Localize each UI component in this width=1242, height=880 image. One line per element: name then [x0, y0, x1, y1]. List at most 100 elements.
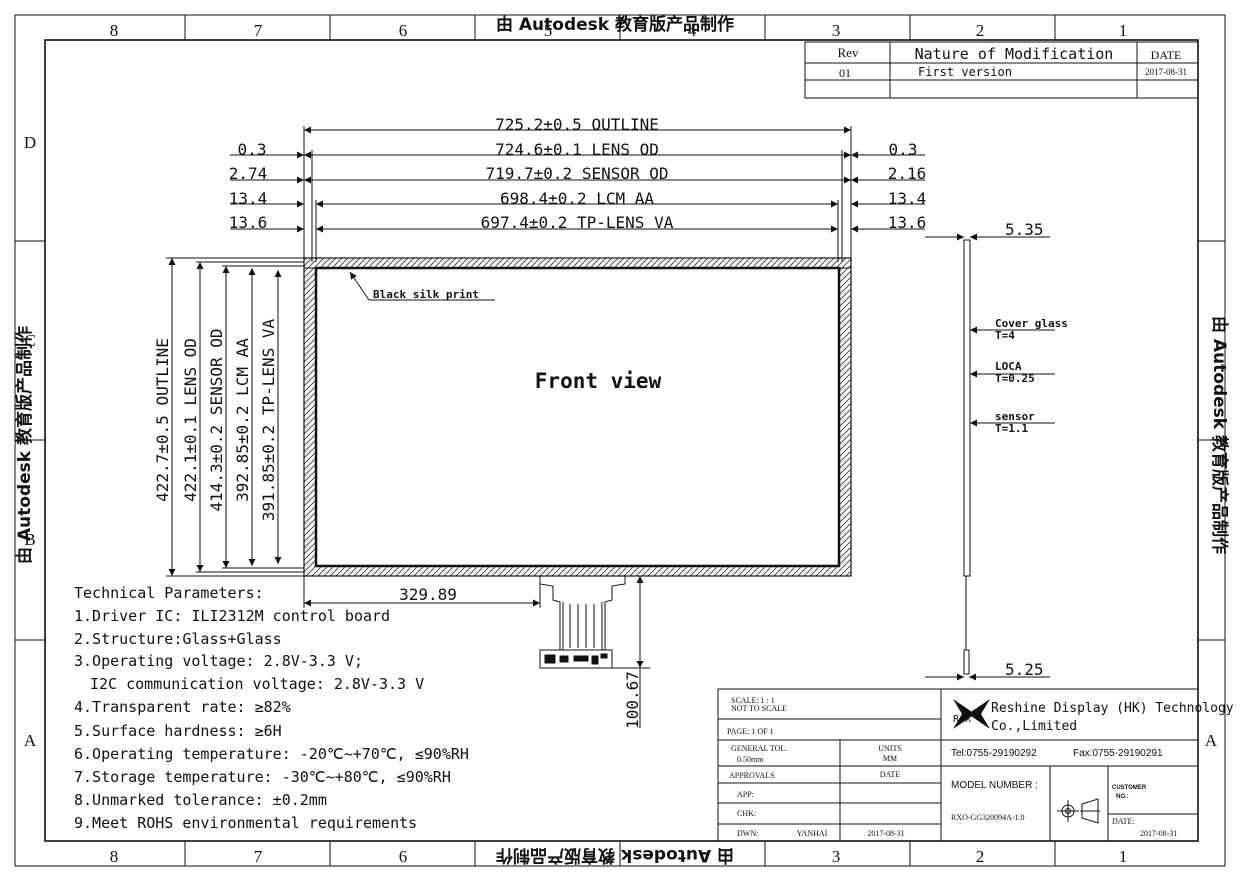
zone-col-4: 4: [688, 21, 697, 40]
zone-col-2-bottom: 2: [976, 847, 985, 866]
model-number-value: RXO-GG320094A-1.0: [951, 813, 1025, 822]
zone-col-1: 1: [1119, 21, 1128, 40]
dim-right-offset-1: 0.3: [889, 140, 918, 159]
nature-header: Nature of Modification: [915, 45, 1114, 63]
dim-sensor-od-width: 719.7±0.2 SENSOR OD: [485, 164, 668, 183]
tech-param-3b: I2C communication voltage: 2.8V-3.3 V: [90, 675, 424, 693]
side-dim-top: 5.35: [1005, 220, 1044, 239]
watermark-left: 由 Autodesk 教育版产品制作: [14, 326, 35, 564]
dim-lens-od-width: 724.6±0.1 LENS OD: [495, 140, 659, 159]
date-header: DATE: [1151, 48, 1182, 62]
tb-tol-value: 0.50mm: [737, 755, 764, 764]
tb-drawer: YANHAI: [797, 829, 828, 838]
company-name-line1: Reshine Display (HK) Technology: [991, 701, 1234, 716]
tb-units: UNITS: [878, 744, 902, 753]
watermark-top: 由 Autodesk 教育版产品制作: [496, 14, 734, 35]
layer-cover-glass-name: Cover glass: [995, 317, 1068, 330]
zone-col-5: 5: [544, 21, 553, 40]
tech-param-6: 6.Operating temperature: -20℃~+70℃, ≤90%…: [74, 745, 469, 763]
silk-print-leader: [349, 271, 495, 301]
zone-row-c: C: [24, 331, 35, 350]
fpc-offset-dimension: [303, 576, 541, 608]
dim-right-offset-3: 13.4: [888, 189, 927, 208]
tech-params-title: Technical Parameters:: [74, 584, 264, 602]
tb-date-value: 2017-08-31: [1140, 829, 1177, 838]
vertical-dimensions: [166, 257, 304, 577]
tb-approvals: APPROVALS: [729, 771, 775, 780]
company-tel: Tel:0755-29190292: [951, 748, 1037, 759]
zone-row-a: A: [24, 731, 37, 750]
tech-param-2: 2.Structure:Glass+Glass: [74, 630, 282, 648]
watermark-right: 由 Autodesk 教育版产品制作: [1209, 316, 1230, 554]
dim-outline-height: 422.7±0.5 OUTLINE: [153, 338, 172, 502]
dim-right-offset-2: 2.16: [888, 164, 927, 183]
company-logo: R X: [953, 699, 990, 729]
dim-lcm-aa-height: 392.85±0.2 LCM AA: [233, 338, 252, 502]
zone-col-6-bottom: 6: [399, 847, 408, 866]
zone-col-3-bottom: 3: [832, 847, 841, 866]
revision-table: Rev Nature of Modification DATE 01 First…: [804, 41, 1199, 99]
date-value: 2017-08-31: [1145, 67, 1187, 77]
tb-scale: SCALE: 1 : 1: [731, 696, 775, 705]
horizontal-dimensions: [230, 126, 925, 262]
dim-left-offset-4: 13.6: [229, 213, 268, 232]
zone-row-a-right: A: [1205, 731, 1218, 750]
tb-page: PAGE: 1 OF 1: [727, 727, 774, 736]
dim-left-offset-1: 0.3: [238, 140, 267, 159]
tb-not-to-scale: NOT TO SCALE: [731, 704, 787, 713]
projection-symbol-icon: [1057, 798, 1100, 824]
dim-right-offset-4: 13.6: [888, 213, 927, 232]
drawing-frame: [14, 14, 1226, 867]
tb-chk: CHK:: [737, 809, 756, 818]
customer-label: CUSTOMER: [1112, 785, 1147, 791]
zone-col-3: 3: [832, 21, 841, 40]
zone-col-1-bottom: 1: [1119, 847, 1128, 866]
zone-col-7: 7: [254, 21, 263, 40]
zone-row-d: D: [24, 133, 36, 152]
tech-param-7: 7.Storage temperature: -30℃~+80℃, ≤90%RH: [74, 768, 451, 786]
zone-col-6: 6: [399, 21, 408, 40]
tb-units-value: MM: [883, 754, 897, 763]
layer-cover-glass-thickness: T=4: [995, 329, 1015, 342]
dim-lcm-aa-width: 698.4±0.2 LCM AA: [500, 189, 654, 208]
zone-col-7-bottom: 7: [254, 847, 263, 866]
tb-dwn: DWN:: [737, 829, 758, 838]
company-name-line2: Co.,Limited: [991, 719, 1077, 734]
dim-left-offset-3: 13.4: [229, 189, 268, 208]
dim-tp-lens-va-height: 391.85±0.2 TP-LENS VA: [259, 318, 278, 521]
tb-dwn-date: 2017-08-31: [867, 829, 904, 838]
front-view-panel: [303, 257, 852, 577]
fpc-connector: [539, 576, 626, 669]
zone-row-b: B: [24, 530, 35, 549]
watermark-bottom: 由 Autodesk 教育版产品制作: [496, 845, 734, 866]
rev-header: Rev: [838, 45, 859, 60]
tech-param-3: 3.Operating voltage: 2.8V-3.3 V;: [74, 652, 363, 670]
tech-param-1: 1.Driver IC: ILI2312M control board: [74, 607, 390, 625]
dim-left-offset-2: 2.74: [229, 164, 268, 183]
model-number-label: MODEL NUMBER :: [951, 780, 1038, 791]
company-fax: Fax:0755-29190291: [1073, 748, 1163, 759]
layer-loca-thickness: T=0.25: [995, 372, 1035, 385]
rev-value: 01: [839, 66, 851, 80]
tech-param-9: 9.Meet ROHS environmental requirements: [74, 814, 417, 832]
tb-general-tol: GENERAL TOL.: [731, 744, 787, 753]
dim-sensor-od-height: 414.3±0.2 SENSOR OD: [207, 328, 226, 511]
zone-col-8: 8: [110, 21, 119, 40]
layer-loca-name: LOCA: [995, 360, 1022, 373]
logo-text: R X: [953, 714, 971, 725]
layer-sensor-thickness: T=1.1: [995, 422, 1028, 435]
side-dim-bottom: 5.25: [1005, 660, 1044, 679]
tb-date-label: DATE: [880, 770, 901, 779]
fpc-length-dimension: [612, 575, 851, 728]
tech-param-8: 8.Unmarked tolerance: ±0.2mm: [74, 791, 327, 809]
nature-value: First version: [918, 65, 1012, 79]
dim-lens-od-height: 422.1±0.1 LENS OD: [181, 338, 200, 502]
tb-app: APP:: [737, 790, 754, 799]
tech-param-4: 4.Transparent rate: ≥82%: [74, 698, 291, 716]
dim-tp-lens-va-width: 697.4±0.2 TP-LENS VA: [481, 213, 674, 232]
customer-no-label: NO.:: [1116, 794, 1129, 800]
dim-fpc-offset: 329.89: [399, 585, 457, 604]
zone-col-2: 2: [976, 21, 985, 40]
zone-col-8-bottom: 8: [110, 847, 119, 866]
